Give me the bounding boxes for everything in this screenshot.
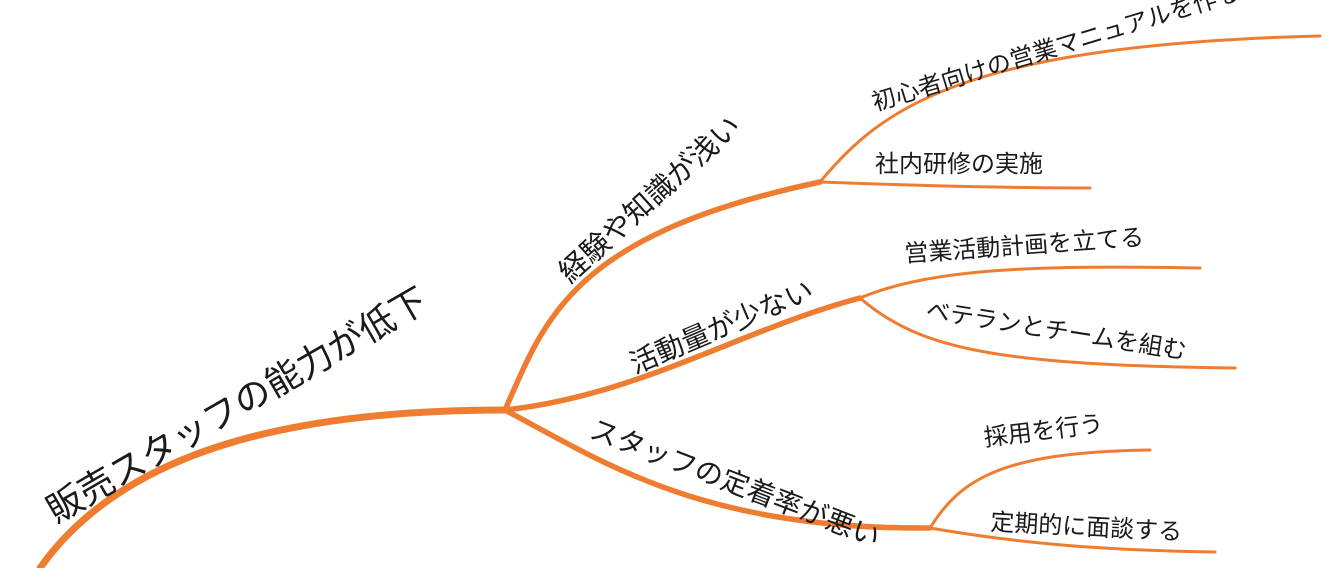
root-branch bbox=[36, 406, 509, 568]
leaf-plan-label: 営業活動計画を立てる bbox=[903, 223, 1144, 268]
branch-retention-connector bbox=[502, 407, 933, 531]
branch-activity-connector bbox=[502, 295, 863, 413]
leaf-plan-connector bbox=[858, 265, 1202, 300]
leaf-training-connector bbox=[818, 180, 1092, 190]
leaf-recruit-connector bbox=[928, 448, 1152, 530]
leaf-recruit-label: 採用を行う bbox=[982, 410, 1105, 452]
branch-experience-label: 経験や知識が浅い bbox=[552, 109, 747, 290]
branch-experience-connector bbox=[502, 179, 823, 413]
leaf-veteran-connector bbox=[858, 296, 1237, 370]
leaf-training-label: 社内研修の実施 bbox=[875, 150, 1043, 178]
mindmap-branches bbox=[36, 34, 1322, 568]
leaf-manual-label: 初心者向けの営業マニュアルを作る bbox=[869, 0, 1244, 117]
leaf-manual-connector bbox=[818, 34, 1322, 184]
branch-retention-label: スタッフの定着率が悪い bbox=[585, 413, 884, 554]
leaf-veteran-label: ベテランとチームを組む bbox=[924, 296, 1188, 365]
root-label: 販売スタッフの能力が低下 bbox=[40, 280, 435, 532]
branch-activity-label: 活動量が少ない bbox=[625, 273, 818, 380]
leaf-interview-connector bbox=[928, 526, 1217, 554]
mindmap-labels: 販売スタッフの能力が低下 経験や知識が浅い 活動量が少ない スタッフの定着率が悪… bbox=[40, 0, 1243, 554]
